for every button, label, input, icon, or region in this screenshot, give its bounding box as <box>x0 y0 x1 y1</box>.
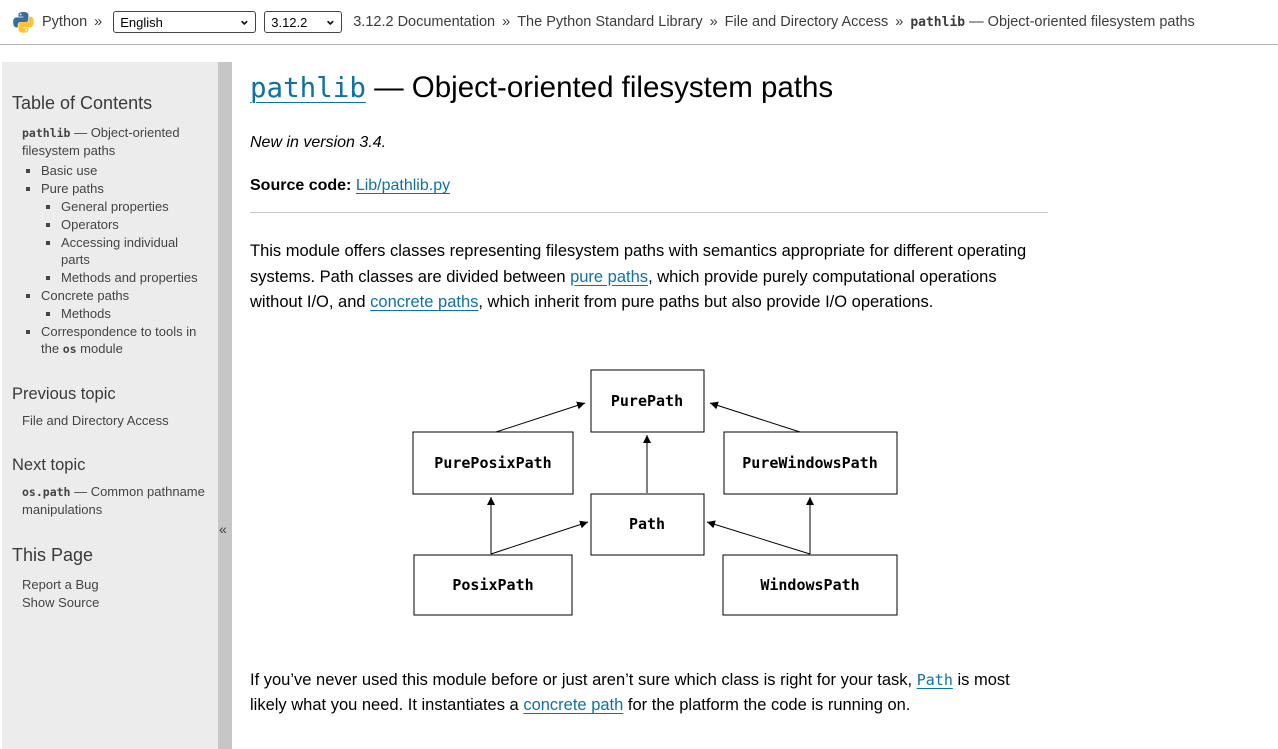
pure-paths-link[interactable]: pure paths <box>570 267 649 286</box>
node-windowspath-label: WindowsPath <box>760 576 859 594</box>
breadcrumb-separator: » <box>709 14 718 30</box>
toc-item-operators[interactable]: Operators <box>61 216 210 233</box>
language-select[interactable]: English <box>113 11 257 33</box>
breadcrumb-separator: » <box>502 14 511 30</box>
language-select-wrap: English ⌄ <box>113 11 257 33</box>
node-purewindowspath <box>723 431 898 494</box>
this-page-list: Report a Bug Show Source <box>12 576 210 611</box>
edge-windowspath-path <box>706 520 811 554</box>
breadcrumb-separator: » <box>895 14 904 30</box>
node-path <box>590 493 705 555</box>
show-source-link[interactable]: Show Source <box>22 595 100 610</box>
collapse-sidebar-icon: « <box>219 521 227 537</box>
page-title: pathlib — Object-oriented filesystem pat… <box>250 71 834 104</box>
toc-item-methods[interactable]: Methods <box>61 305 210 322</box>
this-page-title: This Page <box>12 545 94 565</box>
guidance-paragraph: If you’ve never used this module before … <box>250 670 1010 715</box>
main-content: pathlib — Object-oriented filesystem pat… <box>250 45 1048 745</box>
toc-list: Basic use Pure paths General properties … <box>12 162 210 358</box>
version-select[interactable]: 3.12.2 <box>264 11 343 33</box>
python-logo-icon[interactable] <box>12 11 35 34</box>
node-pureposixpath <box>412 431 574 494</box>
toc-item-pure-paths[interactable]: Pure paths General properties Operators … <box>41 180 210 286</box>
node-posixpath-label: PosixPath <box>452 576 533 594</box>
toc-title[interactable]: Table of Contents <box>12 93 153 113</box>
concrete-paths-link[interactable]: concrete paths <box>370 293 479 311</box>
node-purewindowspath-label: PureWindowsPath <box>742 454 877 472</box>
breadcrumb-current-page: pathlib — Object-oriented filesystem pat… <box>910 14 1195 30</box>
node-path-label: Path <box>629 515 665 533</box>
breadcrumb-standard-library[interactable]: The Python Standard Library <box>517 14 703 30</box>
breadcrumb-documentation[interactable]: 3.12.2 Documentation <box>353 14 496 30</box>
toc-item-correspondence[interactable]: Correspondence to tools in the os module <box>41 323 210 358</box>
node-windowspath <box>722 554 898 615</box>
edge-purewindowspath-purepath <box>709 401 801 432</box>
source-code-label: Source code: <box>250 177 352 194</box>
top-nav-bar: Python » English ⌄ 3.12.2 ⌄ 3.12.2 Docum… <box>0 0 1278 45</box>
intro-paragraph: This module offers classes representing … <box>250 242 1027 311</box>
toc-item-general-properties[interactable]: General properties <box>61 198 210 215</box>
previous-topic-link[interactable]: File and Directory Access <box>22 413 169 428</box>
node-purepath <box>590 369 705 432</box>
section-divider <box>250 212 1048 213</box>
version-select-wrap: 3.12.2 ⌄ <box>264 11 343 33</box>
version-added-note: New in version 3.4. <box>250 134 387 151</box>
sidebar: Table of Contents pathlib — Object-orien… <box>2 62 218 749</box>
source-code-link[interactable]: Lib/pathlib.py <box>355 177 451 194</box>
breadcrumb-separator: » <box>94 14 103 30</box>
node-purepath-label: PurePath <box>611 392 683 410</box>
breadcrumb-file-directory-access[interactable]: File and Directory Access <box>724 14 889 30</box>
toc-item-basic-use[interactable]: Basic use <box>41 162 210 179</box>
report-a-bug-link[interactable]: Report a Bug <box>22 577 99 592</box>
edge-pureposixpath-purepath <box>495 401 586 432</box>
node-pureposixpath-label: PurePosixPath <box>434 454 551 472</box>
node-posixpath <box>413 554 573 615</box>
next-topic-title: Next topic <box>12 456 86 474</box>
class-inheritance-diagram: PurePath PurePosixPath PureWindowsPath P… <box>250 368 1048 618</box>
sidebar-collapse-handle[interactable]: « <box>218 62 232 749</box>
concrete-path-link[interactable]: concrete path <box>523 696 624 714</box>
edge-posixpath-path <box>490 520 589 554</box>
source-code-line: Source code: Lib/pathlib.py <box>250 177 1048 195</box>
toc-root-link[interactable]: pathlib — Object-oriented filesystem pat… <box>22 125 180 158</box>
toc-item-methods-and-properties[interactable]: Methods and properties <box>61 269 210 286</box>
previous-topic-title: Previous topic <box>12 385 116 403</box>
toc-item-accessing-individual-parts[interactable]: Accessing individual parts <box>61 234 210 268</box>
path-class-link[interactable]: Path <box>916 670 953 689</box>
toc-item-concrete-paths[interactable]: Concrete paths Methods <box>41 287 210 322</box>
breadcrumb-python[interactable]: Python <box>42 14 88 30</box>
next-topic-link[interactable]: os.path — Common pathname manipulations <box>22 484 205 517</box>
pathlib-title-link[interactable]: pathlib <box>250 72 366 104</box>
